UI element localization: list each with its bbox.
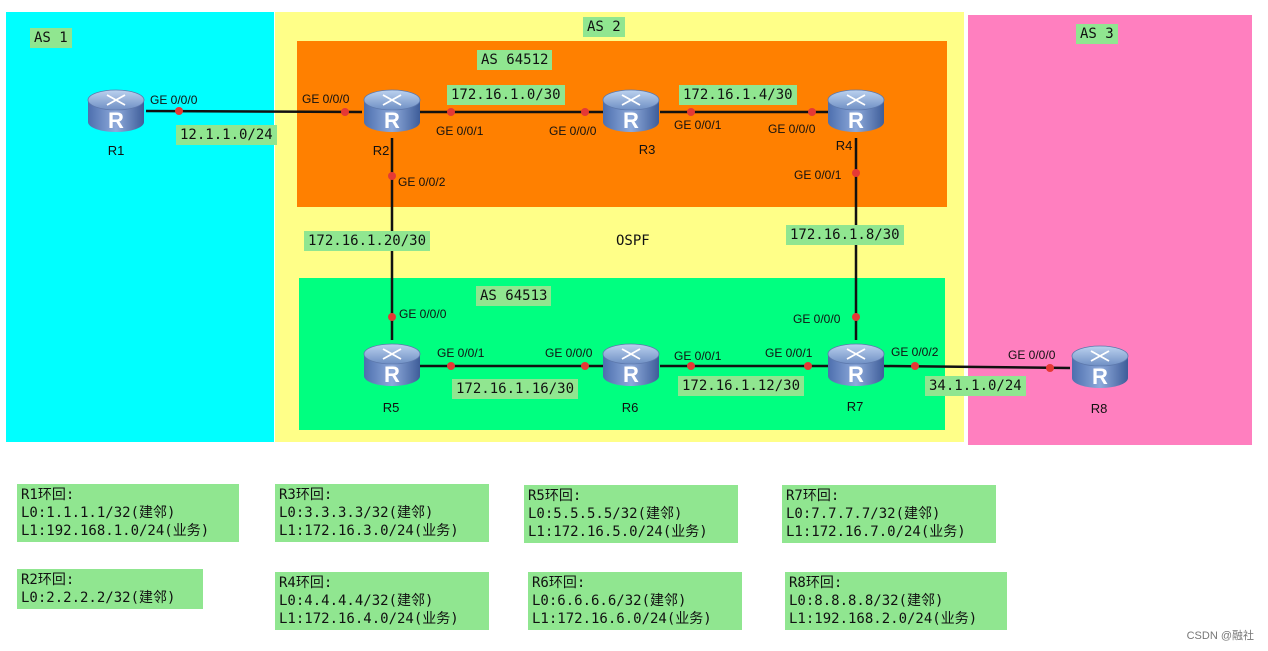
ospf-label: OSPF <box>616 233 650 249</box>
router-r8-label: R8 <box>1090 401 1108 416</box>
loopback-r5-l0: L0:5.5.5.5/32(建邻) <box>528 506 683 522</box>
if-r7-ge001: GE 0/0/1 <box>765 346 813 360</box>
loopback-r7-l0: L0:7.7.7.7/32(建邻) <box>786 506 941 522</box>
loopback-r4-title: R4环回: <box>279 575 333 591</box>
as3-label: AS 3 <box>1076 24 1118 44</box>
dot-r3-ge000 <box>581 108 589 116</box>
if-r7-ge002: GE 0/0/2 <box>891 345 939 359</box>
dot-r2-ge001 <box>447 108 455 116</box>
if-r5-ge000: GE 0/0/0 <box>399 307 447 321</box>
loopback-panel-r7: R7环回: L0:7.7.7.7/32(建邻) L1:172.16.7.0/24… <box>782 485 996 543</box>
network-r4-r7: 172.16.1.8/30 <box>786 225 904 245</box>
loopback-r8-title: R8环回: <box>789 575 843 591</box>
loopback-r8-l0: L0:8.8.8.8/32(建邻) <box>789 593 944 609</box>
loopback-r3-l1: L1:172.16.3.0/24(业务) <box>279 523 459 539</box>
dot-r7-ge000 <box>852 313 860 321</box>
if-r2-ge002: GE 0/0/2 <box>398 175 446 189</box>
loopback-r5-l1: L1:172.16.5.0/24(业务) <box>528 524 708 540</box>
as64513-label: AS 64513 <box>476 286 552 306</box>
if-r2-ge000: GE 0/0/0 <box>302 92 350 106</box>
network-r2-r5: 172.16.1.20/30 <box>304 231 431 251</box>
network-r5-r6: 172.16.1.16/30 <box>452 379 579 399</box>
if-r8-ge000: GE 0/0/0 <box>1008 348 1056 362</box>
dot-r2-ge000 <box>341 108 349 116</box>
dot-r4-ge000 <box>808 108 816 116</box>
router-r1-icon[interactable] <box>86 86 146 136</box>
loopback-r8-l1: L1:192.168.2.0/24(业务) <box>789 611 978 627</box>
dot-r7-ge001 <box>804 362 812 370</box>
router-r1-label: R1 <box>107 143 125 158</box>
network-r2-r3: 172.16.1.0/30 <box>447 85 565 105</box>
router-r4-icon[interactable] <box>826 86 886 136</box>
dot-r7-ge002 <box>911 362 919 370</box>
if-r7-ge000: GE 0/0/0 <box>793 312 841 326</box>
loopback-r6-l0: L0:6.6.6.6/32(建邻) <box>532 593 687 609</box>
router-r2-label: R2 <box>372 143 390 158</box>
loopback-panel-r3: R3环回: L0:3.3.3.3/32(建邻) L1:172.16.3.0/24… <box>275 484 489 542</box>
router-r3-icon[interactable] <box>601 86 661 136</box>
loopback-r5-title: R5环回: <box>528 488 582 504</box>
loopback-r7-l1: L1:172.16.7.0/24(业务) <box>786 524 966 540</box>
loopback-panel-r5: R5环回: L0:5.5.5.5/32(建邻) L1:172.16.5.0/24… <box>524 485 738 543</box>
if-r2-ge001: GE 0/0/1 <box>436 124 484 138</box>
dot-r1-ge000 <box>175 107 183 115</box>
loopback-r2-l0: L0:2.2.2.2/32(建邻) <box>21 590 176 606</box>
dot-r4-ge001 <box>852 169 860 177</box>
dot-r8-ge000 <box>1046 364 1054 372</box>
if-r3-ge000: GE 0/0/0 <box>549 124 597 138</box>
dot-r2-ge002 <box>388 172 396 180</box>
dot-r3-ge001 <box>687 108 695 116</box>
if-r5-ge001: GE 0/0/1 <box>437 346 485 360</box>
router-r6-label: R6 <box>621 400 639 415</box>
router-r2-icon[interactable] <box>362 86 422 136</box>
loopback-r1-l0: L0:1.1.1.1/32(建邻) <box>21 505 176 521</box>
loopback-r1-title: R1环回: <box>21 487 75 503</box>
loopback-r3-title: R3环回: <box>279 487 333 503</box>
loopback-r4-l1: L1:172.16.4.0/24(业务) <box>279 611 459 627</box>
loopback-r6-title: R6环回: <box>532 575 586 591</box>
router-r7-label: R7 <box>846 399 864 414</box>
loopback-panel-r4: R4环回: L0:4.4.4.4/32(建邻) L1:172.16.4.0/24… <box>275 572 489 630</box>
if-r4-ge001: GE 0/0/1 <box>794 168 842 182</box>
router-r6-icon[interactable] <box>601 340 661 390</box>
if-r4-ge000: GE 0/0/0 <box>768 122 816 136</box>
as2-label: AS 2 <box>583 17 625 37</box>
network-r7-r8: 34.1.1.0/24 <box>925 376 1026 396</box>
router-r4-label: R4 <box>835 138 853 153</box>
loopback-panel-r6: R6环回: L0:6.6.6.6/32(建邻) L1:172.16.6.0/24… <box>528 572 742 630</box>
as1-zone <box>6 12 274 442</box>
loopback-panel-r2: R2环回: L0:2.2.2.2/32(建邻) <box>17 569 203 609</box>
loopback-r6-l1: L1:172.16.6.0/24(业务) <box>532 611 712 627</box>
network-r6-r7: 172.16.1.12/30 <box>678 376 805 396</box>
dot-r6-ge000 <box>581 362 589 370</box>
if-r6-ge001: GE 0/0/1 <box>674 349 722 363</box>
loopback-r4-l0: L0:4.4.4.4/32(建邻) <box>279 593 434 609</box>
network-r1-r2: 12.1.1.0/24 <box>176 125 277 145</box>
loopback-r1-l1: L1:192.168.1.0/24(业务) <box>21 523 210 539</box>
as64512-label: AS 64512 <box>477 50 553 70</box>
dot-r5-ge000 <box>388 313 396 321</box>
dot-r5-ge001 <box>447 362 455 370</box>
as1-label: AS 1 <box>30 28 72 48</box>
loopback-panel-r1: R1环回: L0:1.1.1.1/32(建邻) L1:192.168.1.0/2… <box>17 484 239 542</box>
loopback-r3-l0: L0:3.3.3.3/32(建邻) <box>279 505 434 521</box>
if-r6-ge000: GE 0/0/0 <box>545 346 593 360</box>
loopback-r7-title: R7环回: <box>786 488 840 504</box>
router-r5-label: R5 <box>382 400 400 415</box>
router-r5-icon[interactable] <box>362 340 422 390</box>
router-r3-label: R3 <box>638 142 656 157</box>
network-r3-r4: 172.16.1.4/30 <box>679 85 797 105</box>
router-r7-icon[interactable] <box>826 340 886 390</box>
watermark: CSDN @融社 <box>1186 630 1254 642</box>
loopback-panel-r8: R8环回: L0:8.8.8.8/32(建邻) L1:192.168.2.0/2… <box>785 572 1007 630</box>
if-r1-ge000: GE 0/0/0 <box>150 93 198 107</box>
router-r8-icon[interactable] <box>1070 342 1130 392</box>
if-r3-ge001: GE 0/0/1 <box>674 118 722 132</box>
dot-r6-ge001 <box>687 362 695 370</box>
loopback-r2-title: R2环回: <box>21 572 75 588</box>
